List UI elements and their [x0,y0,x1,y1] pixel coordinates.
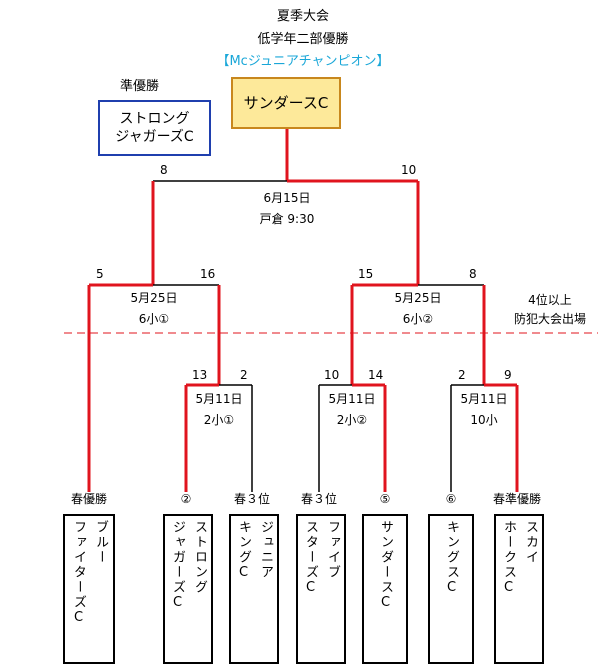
qf3-date: 5月11日 [460,392,508,406]
final-venue: 戸倉 9:30 [259,212,315,226]
qf2-venue: 2小② [336,413,368,427]
team2-name-col1: ストロング [192,520,207,595]
runner-up-line2: ジャガーズC [115,129,194,145]
qf3-score-left: 2 [458,368,466,382]
team3-seed: 春３位 [233,492,270,506]
team-box-6: キングスC [428,514,474,664]
team6-name-col1: キングスC [444,520,459,597]
team-box-5: サンダースC [362,514,408,664]
qf1-date: 5月11日 [195,392,243,406]
team-box-7: スカイ ホークスC [494,514,544,664]
team7-seed: 春準優勝 [492,492,541,506]
final-score-right: 10 [401,163,417,177]
champion-box: サンダースC [231,77,341,129]
semi1-score-left: 5 [96,267,104,281]
team5-name-col1: サンダースC [378,520,393,612]
final-score-left: 8 [160,163,168,177]
team3-name-col1: ジュニア [258,520,273,580]
sponsor-title: 【Mcジュニアチャンピオン】 [216,54,390,69]
team7-name-col1: スカイ [523,520,538,565]
tournament-title: 夏季大会 [276,9,329,24]
qf1-venue: 2小① [203,413,235,427]
semi1-date: 5月25日 [130,291,178,305]
semi2-venue: 6小② [402,312,434,326]
qf2-score-right: 14 [368,368,384,382]
team-box-1: ブルー ファイターズC [63,514,115,664]
qf1-score-right: 2 [240,368,248,382]
team1-seed: 春優勝 [70,492,107,506]
runner-up-box: ストロング ジャガーズC [98,100,211,156]
team4-name-col1: ファイブ [325,520,340,580]
team4-name-col2: スターズC [303,520,318,597]
team1-name-col2: ファイターズC [71,520,86,627]
team4-seed: 春３位 [300,492,337,506]
semi2-score-right: 8 [469,267,477,281]
division-title: 低学年二部優勝 [257,32,349,47]
qualify-note-line2: 防犯大会出場 [513,312,586,326]
qf3-score-right: 9 [504,368,512,382]
champion-name: サンダースC [243,94,329,112]
final-date: 6月15日 [263,191,311,205]
team5-seed: ⑤ [379,492,391,506]
qf3-venue: 10小 [470,413,498,427]
team1-name-col1: ブルー [93,520,108,565]
qf1-score-left: 13 [192,368,208,382]
runner-up-line1: ストロング [119,111,190,127]
qualify-note-line1: 4位以上 [528,293,572,307]
qf2-score-left: 10 [324,368,340,382]
team2-seed: ② [180,492,192,506]
semi1-venue: 6小① [138,312,170,326]
team-box-4: ファイブ スターズC [296,514,346,664]
team7-name-col2: ホークスC [501,520,516,597]
team3-name-col2: キングC [236,520,251,582]
semi1-score-right: 16 [200,267,216,281]
qf2-date: 5月11日 [328,392,376,406]
team6-seed: ⑥ [445,492,457,506]
runner-up-label: 準優勝 [120,79,160,94]
team2-name-col2: ジャガーズC [170,520,185,612]
semi2-score-left: 15 [358,267,374,281]
team-box-2: ストロング ジャガーズC [163,514,213,664]
team-box-3: ジュニア キングC [229,514,279,664]
semi2-date: 5月25日 [394,291,442,305]
